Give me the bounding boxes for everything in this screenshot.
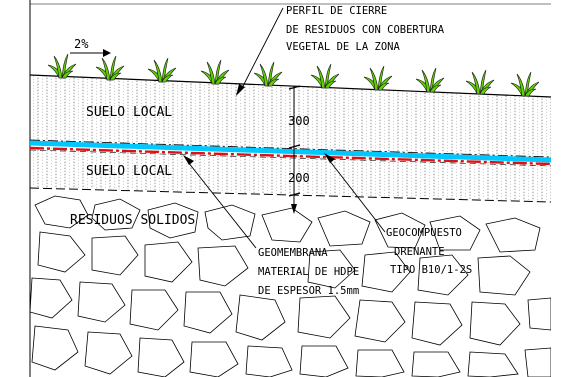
- slope-arrow-head: [103, 49, 111, 57]
- dimension-line: 300 200: [288, 85, 310, 214]
- slope-label: 2%: [74, 37, 89, 51]
- cover-profile-leader-arrow: [236, 84, 245, 96]
- residuos-label: RESIDUOS SOLIDOS: [70, 213, 195, 228]
- geomembrana-label-2: MATERIAL DE HDPE: [258, 266, 359, 278]
- ground-surface-line: [29, 74, 552, 98]
- cover-profile-label-1: PERFIL DE CIERRE: [286, 5, 387, 17]
- geomembrana-leader-arrow: [183, 155, 194, 165]
- geomembrana-layer: [29, 146, 552, 166]
- dimension-lower-label: 200: [288, 171, 310, 185]
- slope-indicator: 2%: [70, 37, 111, 57]
- geocompuesto-label-3: TIPO B10/1-2S: [390, 264, 472, 276]
- geomembrana-edge-bottom: [29, 149, 552, 167]
- geocompuesto-edge-top: [29, 139, 552, 158]
- geocompuesto-label-2: DRENANTE: [394, 246, 445, 258]
- geocompuesto-leader: [328, 159, 386, 233]
- cover-profile-label-3: VEGETAL DE LA ZONA: [286, 41, 400, 53]
- geomembrana-leader: [187, 161, 257, 249]
- geocompuesto-label-1: GEOCOMPUESTO: [386, 227, 462, 239]
- suelo-local-bottom-label: SUELO LOCAL: [86, 164, 172, 179]
- cover-profile-label-2: DE RESIDUOS CON COBERTURA: [286, 24, 445, 36]
- residuos-rock-pattern: [30, 195, 551, 377]
- geocompuesto-leader-arrow: [324, 153, 335, 163]
- cover-profile-leader: [240, 7, 284, 91]
- suelo-local-top-label: SUELO LOCAL: [86, 105, 172, 120]
- geomembrana-label-3: DE ESPESOR 1.5mm: [258, 285, 359, 297]
- geomembrana-label-1: GEOMEMBRANA: [258, 247, 328, 259]
- dimension-upper-label: 300: [288, 114, 310, 128]
- geocompuesto-layer: [29, 140, 552, 163]
- suelo-local-upper-layer: [30, 75, 551, 160]
- suelo-local-lower-layer: [30, 147, 551, 201]
